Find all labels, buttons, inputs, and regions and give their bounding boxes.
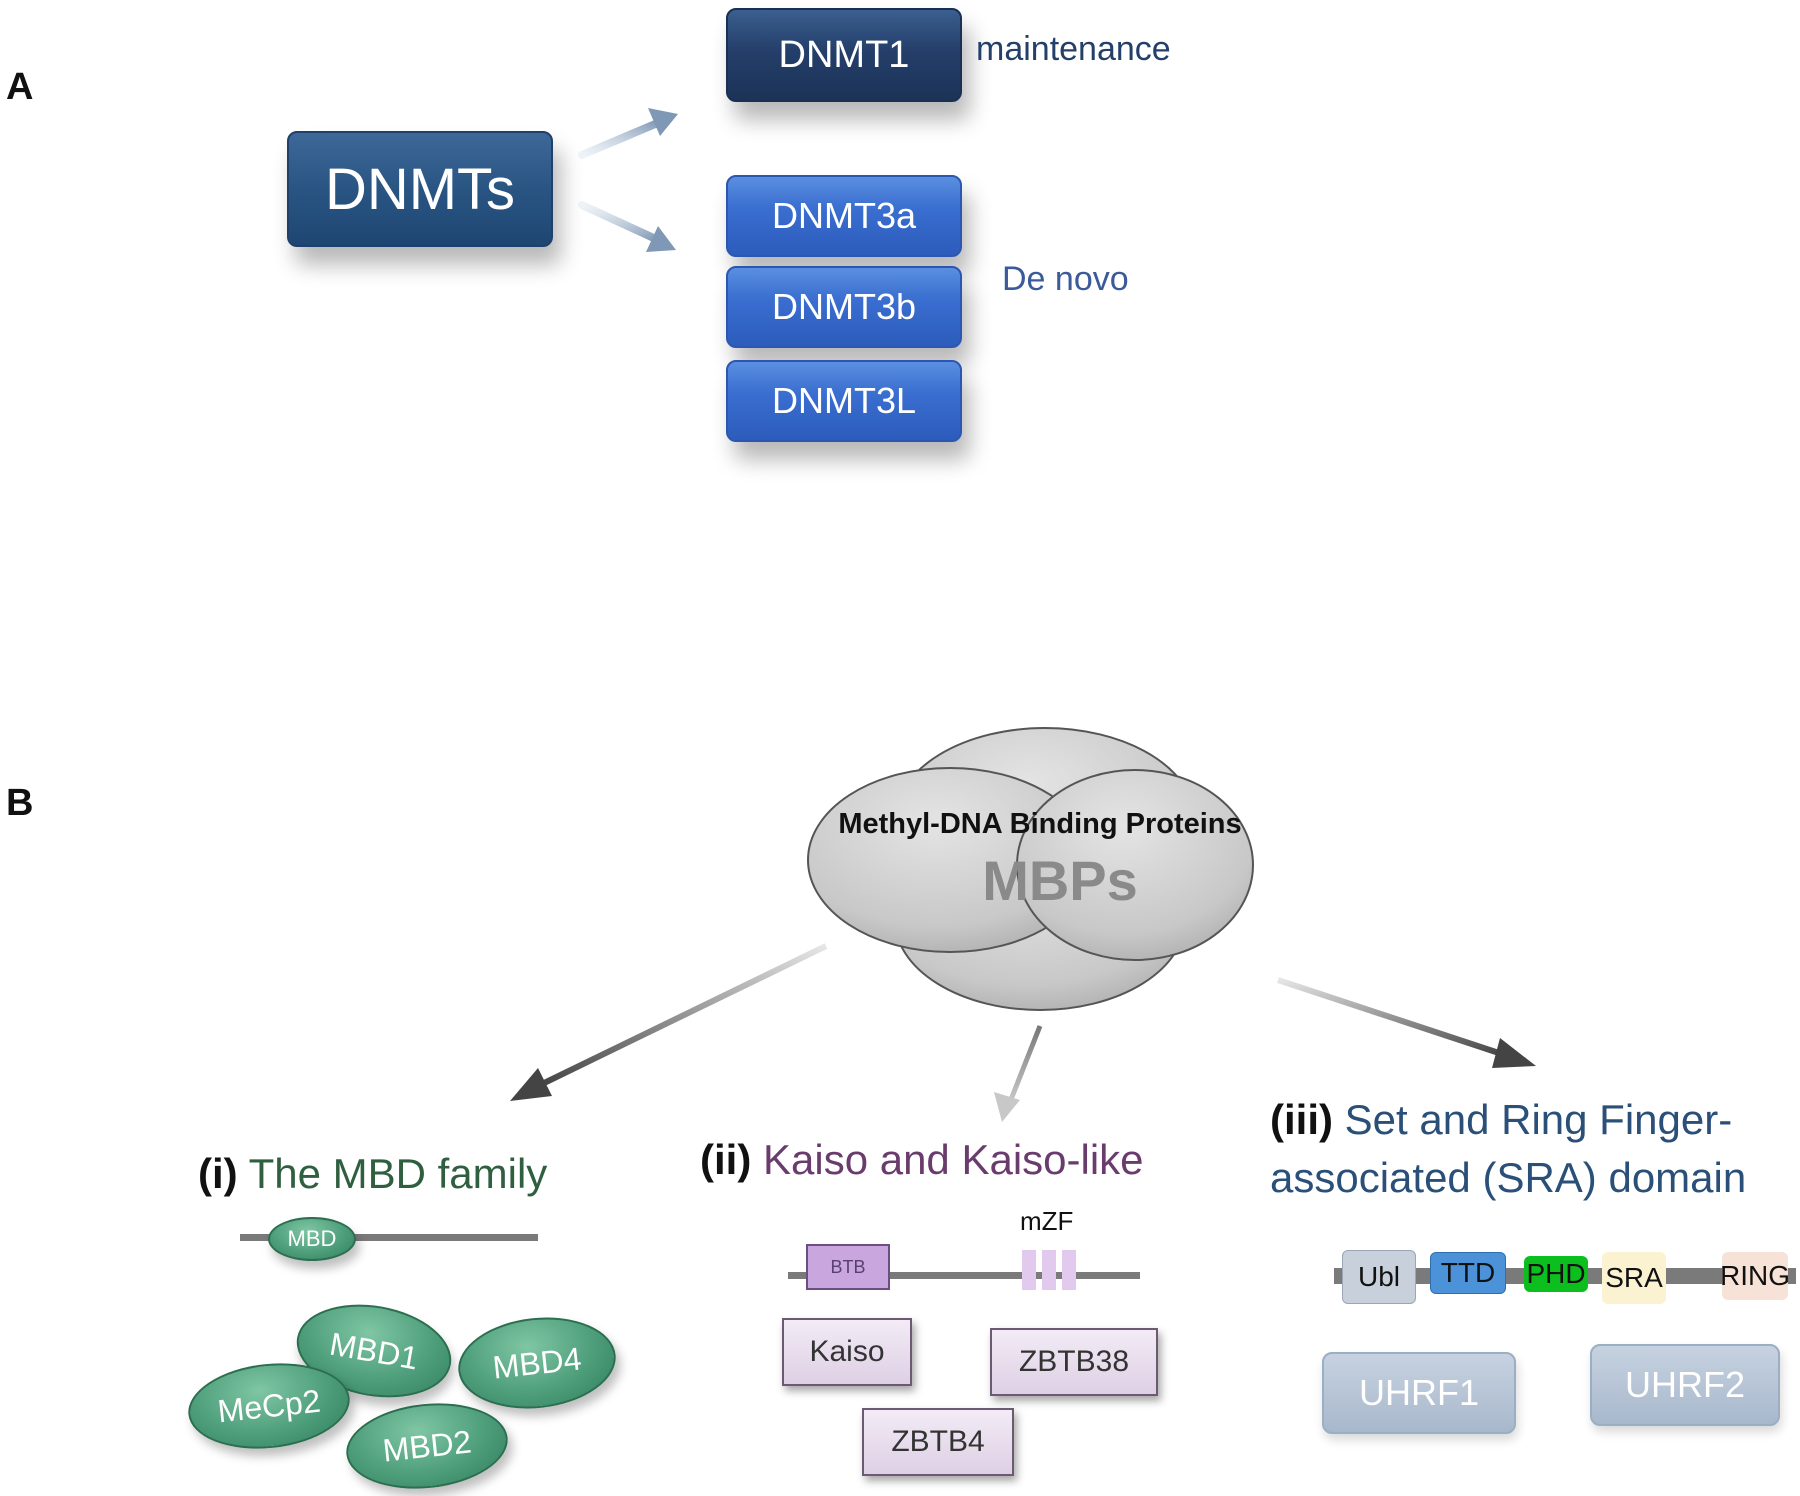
maintenance-label: maintenance	[976, 30, 1171, 68]
zbtb4-box: ZBTB4	[862, 1408, 1014, 1476]
zinc-finger-3	[1062, 1250, 1076, 1290]
panel-b-label: B	[6, 782, 34, 824]
kaiso-protein-line	[788, 1272, 1140, 1279]
arrow-to-mbd-family	[510, 943, 828, 1101]
uhrf1-box: UHRF1	[1322, 1352, 1516, 1434]
zinc-finger-1	[1022, 1250, 1036, 1290]
dnmts-box: DNMTs	[287, 131, 553, 247]
zinc-finger-2	[1042, 1250, 1056, 1290]
uhrf2-box: UHRF2	[1590, 1344, 1780, 1426]
mbps-title: Methyl-DNA Binding Proteins	[838, 808, 1242, 840]
arrow-to-dnmt1	[578, 108, 678, 159]
arrow-to-sra	[1277, 977, 1536, 1068]
kaiso-prefix: (ii)	[700, 1136, 752, 1183]
btb-domain: BTB	[806, 1244, 890, 1290]
sra-prefix: (iii)	[1270, 1096, 1333, 1143]
kaiso-box: Kaiso	[782, 1318, 912, 1386]
kaiso-title: Kaiso and Kaiso-like	[762, 1136, 1144, 1183]
ubl-domain: Ubl	[1342, 1250, 1416, 1304]
panel-a-arrows	[578, 108, 678, 252]
sra-domain: SRA	[1602, 1252, 1666, 1304]
arrow-to-kaiso	[994, 1025, 1043, 1122]
dnmt1-box: DNMT1	[726, 8, 962, 102]
sra-title-line1: Set and Ring Finger-	[1344, 1096, 1733, 1143]
dnmt3l-box: DNMT3L	[726, 360, 962, 442]
zbtb38-box: ZBTB38	[990, 1328, 1158, 1396]
mbd-domain: MBD	[268, 1217, 356, 1261]
mbd-family-prefix: (i)	[198, 1150, 238, 1197]
phd-domain: PHD	[1524, 1256, 1588, 1292]
mzf-label: mZF	[1020, 1206, 1074, 1236]
sra-title-line2: associated (SRA) domain	[1270, 1154, 1747, 1201]
mbd-family-heading: (i) The MBD family	[198, 1150, 547, 1198]
sra-heading-line1: (iii) Set and Ring Finger-	[1270, 1096, 1732, 1144]
mbd4-ellipse: MBD4	[453, 1309, 621, 1417]
de-novo-label: De novo	[1002, 260, 1129, 298]
dnmt3a-box: DNMT3a	[726, 175, 962, 257]
mbd-protein-line	[240, 1234, 538, 1241]
mbd2-ellipse: MBD2	[342, 1395, 512, 1496]
ring-domain: RING	[1720, 1252, 1790, 1300]
mbd-family-title: The MBD family	[248, 1150, 548, 1197]
kaiso-heading: (ii) Kaiso and Kaiso-like	[700, 1136, 1144, 1184]
mbps-cloud	[807, 727, 1254, 1011]
dnmt3b-box: DNMT3b	[726, 266, 962, 348]
mbps-abbr: MBPs	[982, 849, 1138, 912]
panel-a-label: A	[6, 66, 34, 108]
arrow-to-dnmt3	[578, 201, 676, 252]
ttd-domain: TTD	[1430, 1252, 1506, 1294]
